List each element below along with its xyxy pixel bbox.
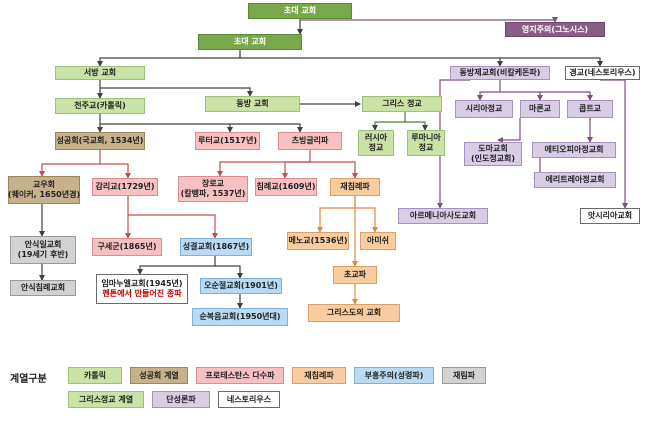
node-shaker: 초교파: [333, 266, 377, 284]
node-zwingli: 츠빙글리파: [278, 132, 342, 150]
node-western-church: 서방 교회: [55, 66, 145, 80]
romanian-line2: 정교: [418, 143, 434, 152]
node-adventist: 안식일교회 (19세기 후반): [10, 236, 76, 264]
node-lutheran: 루터교(1517년): [195, 132, 260, 150]
node-emmanuel: 임마누엘교회(1945년) 펜튼에서 만들어진 종파: [96, 274, 188, 304]
node-greek-orthodox: 그리스 정교: [362, 96, 442, 112]
node-nestorian: 경교(네스토리우스): [565, 66, 640, 80]
node-quaker: 교우회 (퀘이커, 1650년경): [8, 176, 80, 204]
node-ethiopian-orthodox: 에티오피아정교회: [532, 142, 616, 158]
adventist-line2: (19세기 후반): [17, 250, 69, 259]
node-church-of-christ: 그리스도의 교회: [308, 304, 400, 322]
node-salvation-army: 구세군(1865년): [92, 238, 162, 256]
node-maronite: 마론교: [520, 100, 560, 118]
reformed-line2: (칼뱅파, 1537년): [180, 189, 246, 198]
node-armenian-apostolic: 아르메니아사도교회: [398, 208, 488, 224]
node-early-church: 초대 교회: [198, 34, 302, 50]
legend-monophysite: 단성론파: [152, 391, 210, 408]
thomas-line2: (인도정교회): [470, 154, 516, 163]
node-anabaptist: 재침례파: [330, 178, 380, 196]
node-russian-orthodox: 러시아 정교: [358, 130, 394, 156]
emmanuel-line1: 임마누엘교회(1945년): [101, 279, 183, 288]
reformed-line1: 장로교: [201, 179, 225, 188]
quaker-line2: (퀘이커, 1650년경): [7, 190, 81, 199]
legend-anabaptist: 재침례파: [292, 367, 346, 384]
node-methodist: 감리교(1729년): [92, 178, 158, 196]
node-presbyterian: 장로교 (칼뱅파, 1537년): [178, 176, 248, 202]
node-mennonite: 메노교(1536년): [287, 232, 349, 250]
node-assyrian: 앗시리아교회: [580, 208, 640, 224]
node-coptic: 콥트교: [567, 100, 613, 118]
node-pentecostal: 오순절교회(1901년): [200, 278, 282, 294]
legend-adventism: 재림파: [442, 367, 486, 384]
node-amish: 아미쉬: [360, 232, 396, 250]
node-syriac-orthodox: 시리아정교: [455, 100, 513, 118]
russian-line1: 러시아: [364, 133, 388, 142]
thomas-line1: 도마교회: [478, 144, 508, 153]
node-full-gospel: 순복음교회(1950년대): [192, 308, 288, 326]
legend-nestorian: 네스토리우스: [218, 391, 280, 408]
legend-protestant-majority: 프로테스탄스 다수파: [196, 367, 284, 384]
emmanuel-line2: 펜튼에서 만들어진 종파: [102, 289, 182, 298]
adventist-line1: 안식일교회: [24, 240, 62, 249]
node-oriental-orthodox: 동방제교회(비칼케돈파): [450, 66, 550, 80]
russian-line2: 정교: [368, 143, 384, 152]
node-catholic: 천주교(카톨릭): [55, 98, 145, 114]
node-romanian-orthodox: 루마니아 정교: [407, 130, 445, 156]
node-gnostic: 영지주의(그노시스): [505, 22, 605, 37]
node-holiness: 성결교회(1867년): [180, 238, 252, 256]
legend-catholic: 카톨릭: [68, 367, 122, 384]
node-anglican: 성공회(국교회, 1534년): [55, 132, 145, 150]
node-sabbath-baptist: 안식침례교회: [10, 280, 76, 296]
quaker-line1: 교우회: [32, 180, 56, 189]
node-thomas-church: 도마교회 (인도정교회): [464, 142, 522, 166]
legend-greek-orthodox: 그리스정교 계열: [68, 391, 144, 408]
romanian-line1: 루마니아: [411, 133, 441, 142]
legend-anglican: 성공회 계열: [130, 367, 188, 384]
legend-title: 계열구분: [10, 374, 47, 385]
node-eastern-church: 동방 교회: [205, 96, 300, 112]
node-eritrean-orthodox: 에리트레아정교회: [534, 172, 616, 188]
node-root: 초대 교회: [248, 3, 352, 19]
node-baptist: 침례교(1609년): [255, 178, 317, 196]
legend-revivalism: 부흥주의(성령파): [354, 367, 434, 384]
